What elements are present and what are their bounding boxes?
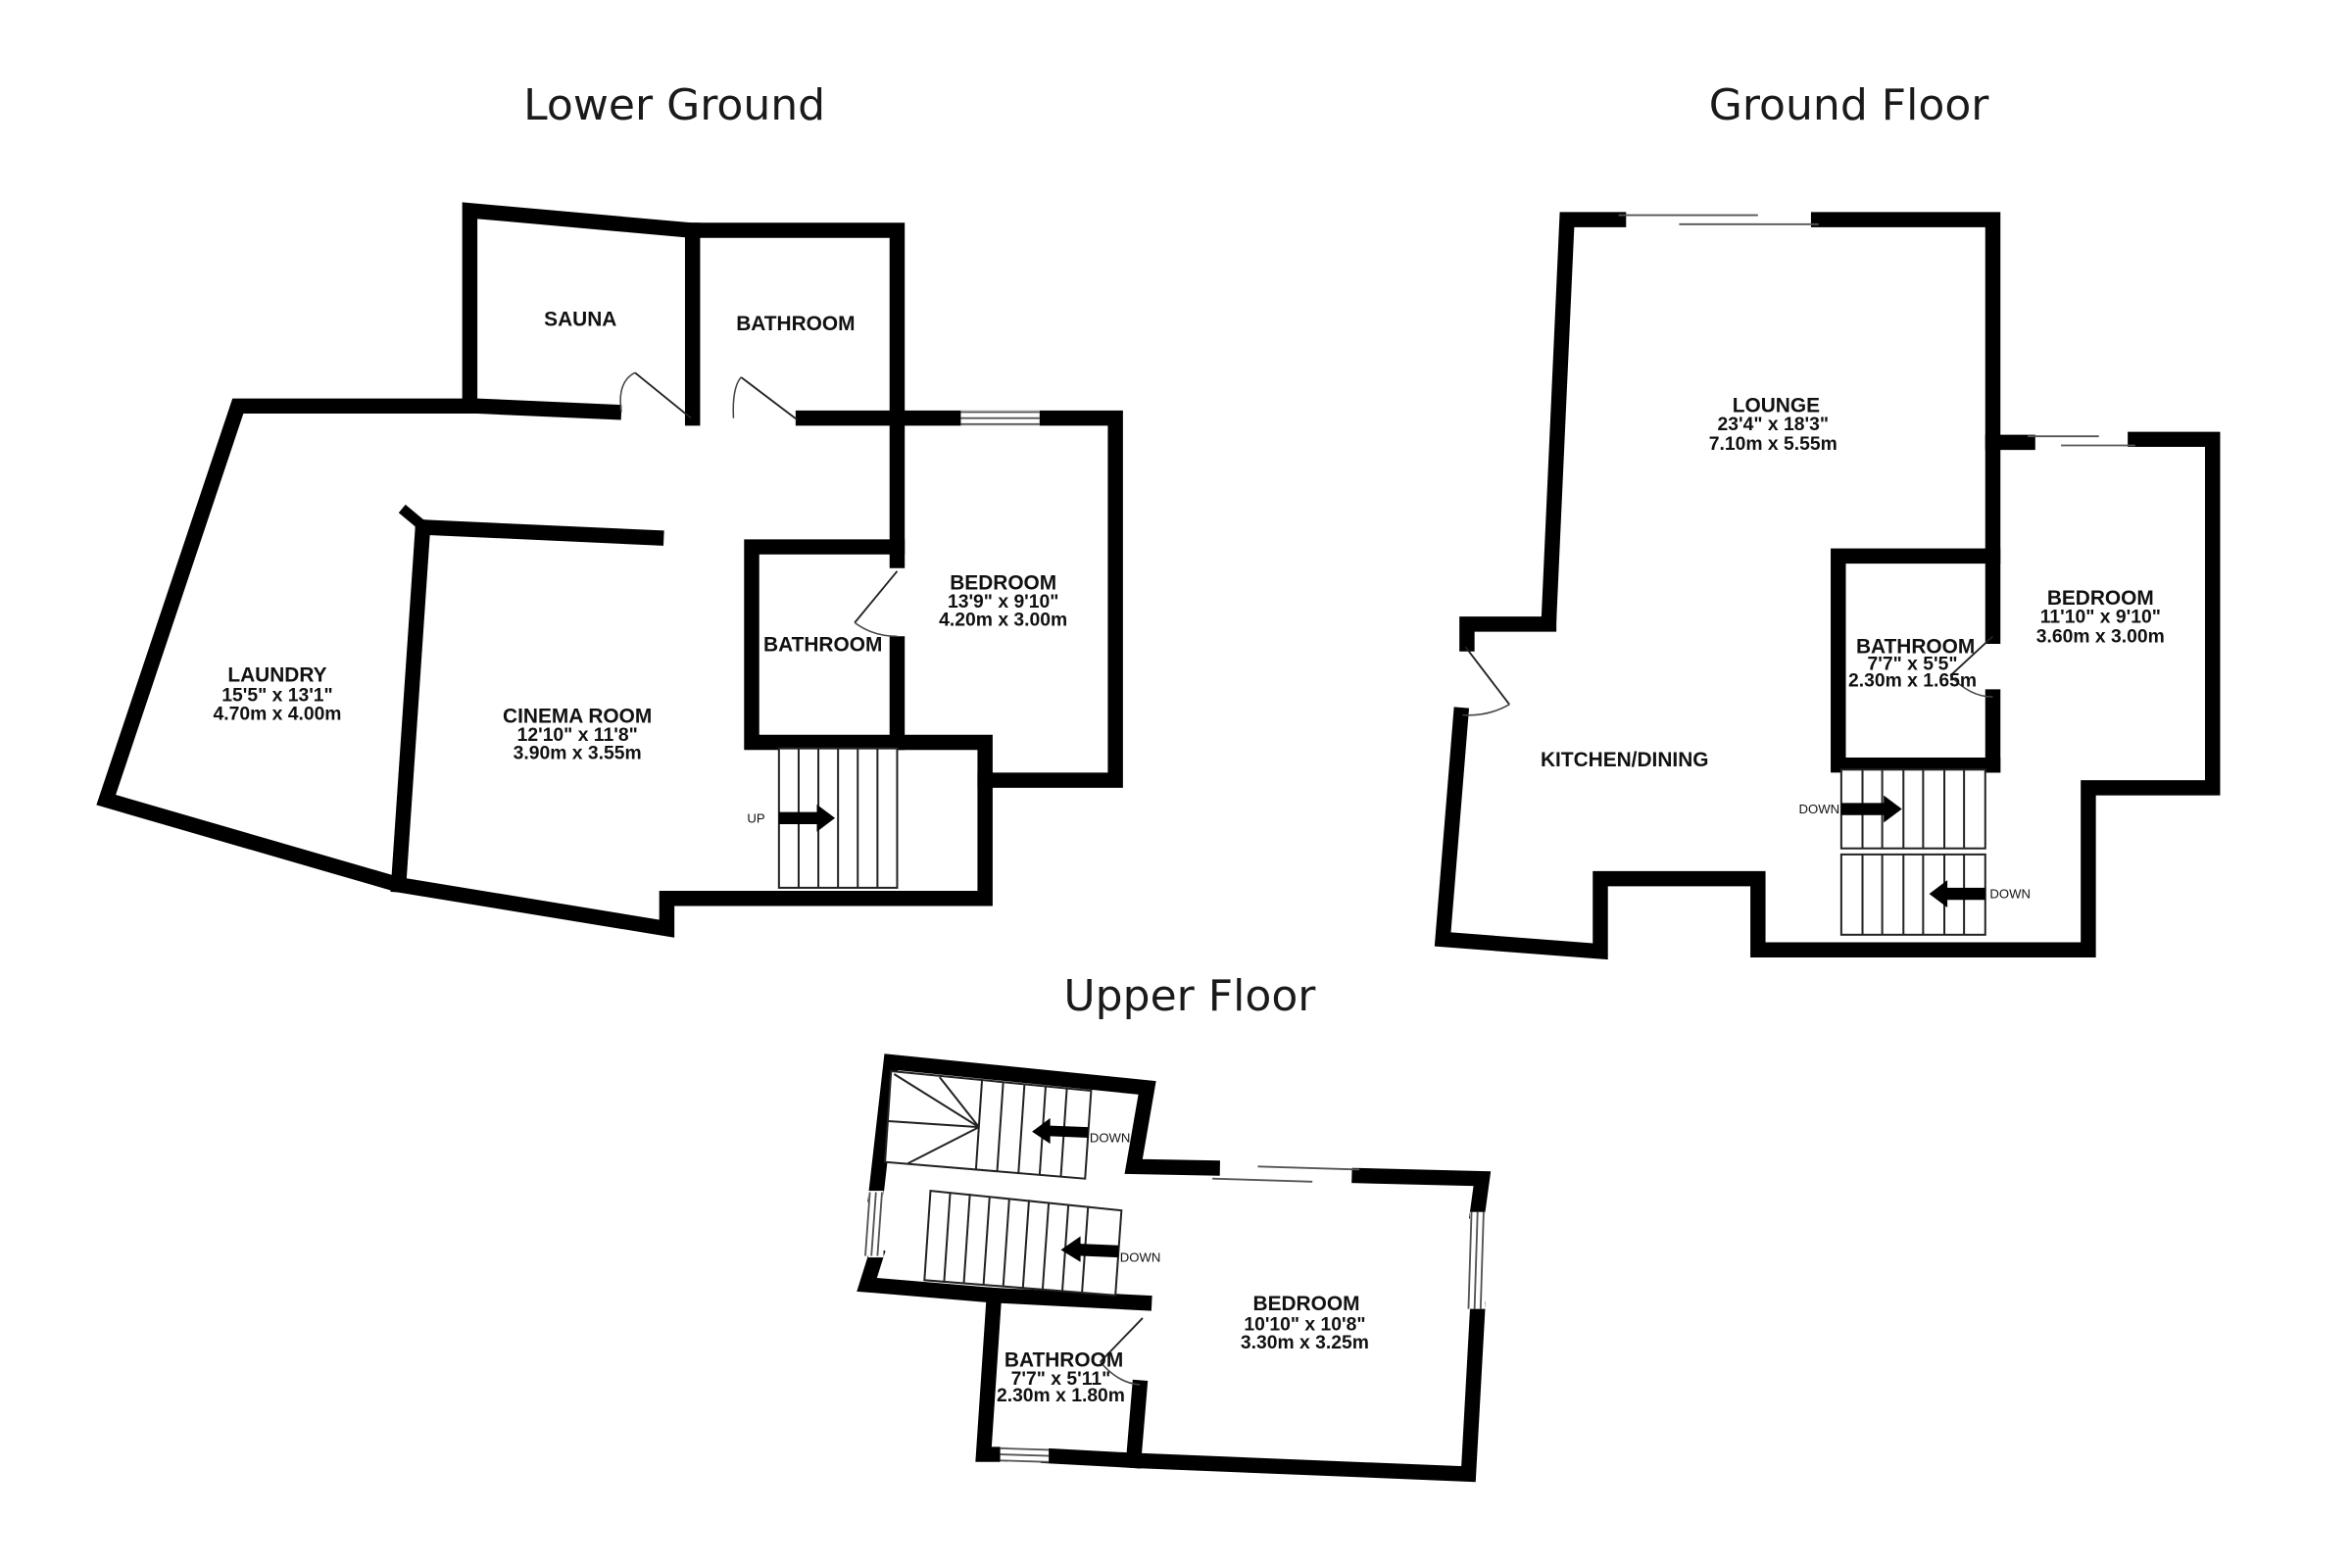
bathroom-door xyxy=(732,376,798,420)
upper-bathroom-north-wall xyxy=(986,1287,1152,1311)
upper-bathroom-door xyxy=(1100,1317,1144,1386)
stair-label-down-lower: DOWN xyxy=(1989,887,2031,902)
upper-bathroom-east-wall xyxy=(1125,1379,1149,1469)
stair-label-down-winder: DOWN xyxy=(1090,1131,1131,1146)
room-label-upper-bedroom: BEDROOM xyxy=(1253,1293,1360,1315)
room-label-bedroom: BEDROOM xyxy=(950,571,1056,594)
stair-label-down-straight: DOWN xyxy=(1120,1250,1161,1265)
down-arrow-icon xyxy=(1840,795,1902,823)
up-arrow-icon xyxy=(778,804,836,832)
upper-bedroom-sliding-door xyxy=(1212,1165,1360,1183)
sauna-front-wall xyxy=(469,398,622,420)
bedroom-sliding-door xyxy=(2028,435,2135,447)
ground-bedroom-imperial: 11'10" x 9'10" xyxy=(2040,607,2161,627)
ground-floor-staircase-lower: DOWN xyxy=(1839,853,2031,936)
ground-floor-north-wall-left xyxy=(1541,212,1627,629)
lower-ground-staircase: UP xyxy=(747,747,899,889)
ground-bathroom-metric: 2.30m x 1.65m xyxy=(1848,670,1977,691)
ground-floor-west-jog xyxy=(1459,616,1557,652)
cinema-north-wall xyxy=(415,518,664,546)
upper-floor-east-walls xyxy=(1351,1167,1492,1221)
room-label-laundry: LAUNDRY xyxy=(227,664,326,687)
stair-label-up: UP xyxy=(747,810,764,825)
ground-bedroom-metric: 3.60m x 3.00m xyxy=(2036,626,2165,647)
down-arrow-icon xyxy=(1929,880,1985,907)
upper-floor-west-wall-lower xyxy=(857,1246,1008,1462)
room-label-ground-bedroom: BEDROOM xyxy=(2047,587,2154,610)
upper-bathroom-window xyxy=(1000,1446,1050,1463)
stair-label-down-upper: DOWN xyxy=(1799,802,1840,816)
down-arrow-icon xyxy=(1032,1117,1089,1145)
upper-bathroom-metric: 2.30m x 1.80m xyxy=(997,1386,1125,1406)
room-label-cinema-room: CINEMA ROOM xyxy=(503,705,652,727)
ensuite-door xyxy=(854,570,899,638)
ground-floor-title: Ground Floor xyxy=(1709,80,1990,130)
lounge-sliding-door xyxy=(1618,214,1819,225)
upper-floor-winder-staircase: DOWN xyxy=(884,1069,1131,1180)
room-label-bathroom: BATHROOM xyxy=(736,313,855,335)
ground-bathroom-walls xyxy=(1831,548,2001,773)
upper-floor-stair-enclosure xyxy=(867,1054,1220,1204)
upper-floor-straight-staircase: DOWN xyxy=(923,1189,1161,1297)
down-arrow-icon xyxy=(1060,1236,1119,1262)
bedroom-window xyxy=(960,410,1040,426)
upper-floor: Upper Floor xyxy=(857,971,1492,1483)
laundry-metric: 4.70m x 4.00m xyxy=(213,704,341,724)
lower-ground-floor: Lower Ground xyxy=(96,80,1123,938)
ground-bathroom-door xyxy=(1949,635,1994,698)
ground-floor-north-wall-right xyxy=(1810,212,2035,451)
room-label-kitchen-dining: KITCHEN/DINING xyxy=(1541,749,1709,771)
ground-floor: Ground Floor xyxy=(1434,80,2221,960)
kitchen-external-door xyxy=(1462,646,1510,716)
upper-bedroom-metric: 3.30m x 3.25m xyxy=(1241,1333,1369,1353)
laundry-imperial: 15'5" x 13'1" xyxy=(221,686,332,707)
bedroom-imperial: 13'9" x 9'10" xyxy=(948,592,1058,612)
upper-bathroom-imperial: 7'7" x 5'11" xyxy=(1011,1369,1111,1390)
cinema-wall-stub xyxy=(398,504,432,535)
room-label-sauna: SAUNA xyxy=(544,308,616,330)
ground-bathroom-imperial: 7'7" x 5'5" xyxy=(1868,654,1958,674)
ensuite-walls xyxy=(744,539,993,788)
room-label-upper-bathroom: BATHROOM xyxy=(1004,1348,1123,1371)
lounge-imperial: 23'4" x 18'3" xyxy=(1718,415,1829,435)
lower-ground-title: Lower Ground xyxy=(523,80,825,130)
upper-floor-east-wall-lower xyxy=(1040,1300,1486,1483)
cinema-room-imperial: 12'10" x 11'8" xyxy=(517,725,638,746)
cinema-west-wall xyxy=(390,518,431,894)
cinema-room-metric: 3.90m x 3.55m xyxy=(514,743,642,763)
ground-floor-east-wall xyxy=(1434,431,2221,960)
room-label-lounge: LOUNGE xyxy=(1733,394,1820,416)
room-label-ground-bathroom: BATHROOM xyxy=(1856,635,1975,658)
sauna-door xyxy=(619,371,692,419)
upper-floor-title: Upper Floor xyxy=(1063,971,1316,1021)
room-label-ensuite-bathroom: BATHROOM xyxy=(763,634,882,657)
lower-ground-outer-wall xyxy=(96,202,1123,938)
bedroom-metric: 4.20m x 3.00m xyxy=(939,610,1067,630)
ground-floor-staircase-upper: DOWN xyxy=(1799,768,1986,850)
lounge-metric: 7.10m x 5.55m xyxy=(1709,434,1838,455)
upper-bedroom-east-window xyxy=(1467,1211,1486,1309)
upper-bedroom-imperial: 10'10" x 10'8" xyxy=(1244,1314,1365,1335)
stair-window xyxy=(864,1191,884,1258)
